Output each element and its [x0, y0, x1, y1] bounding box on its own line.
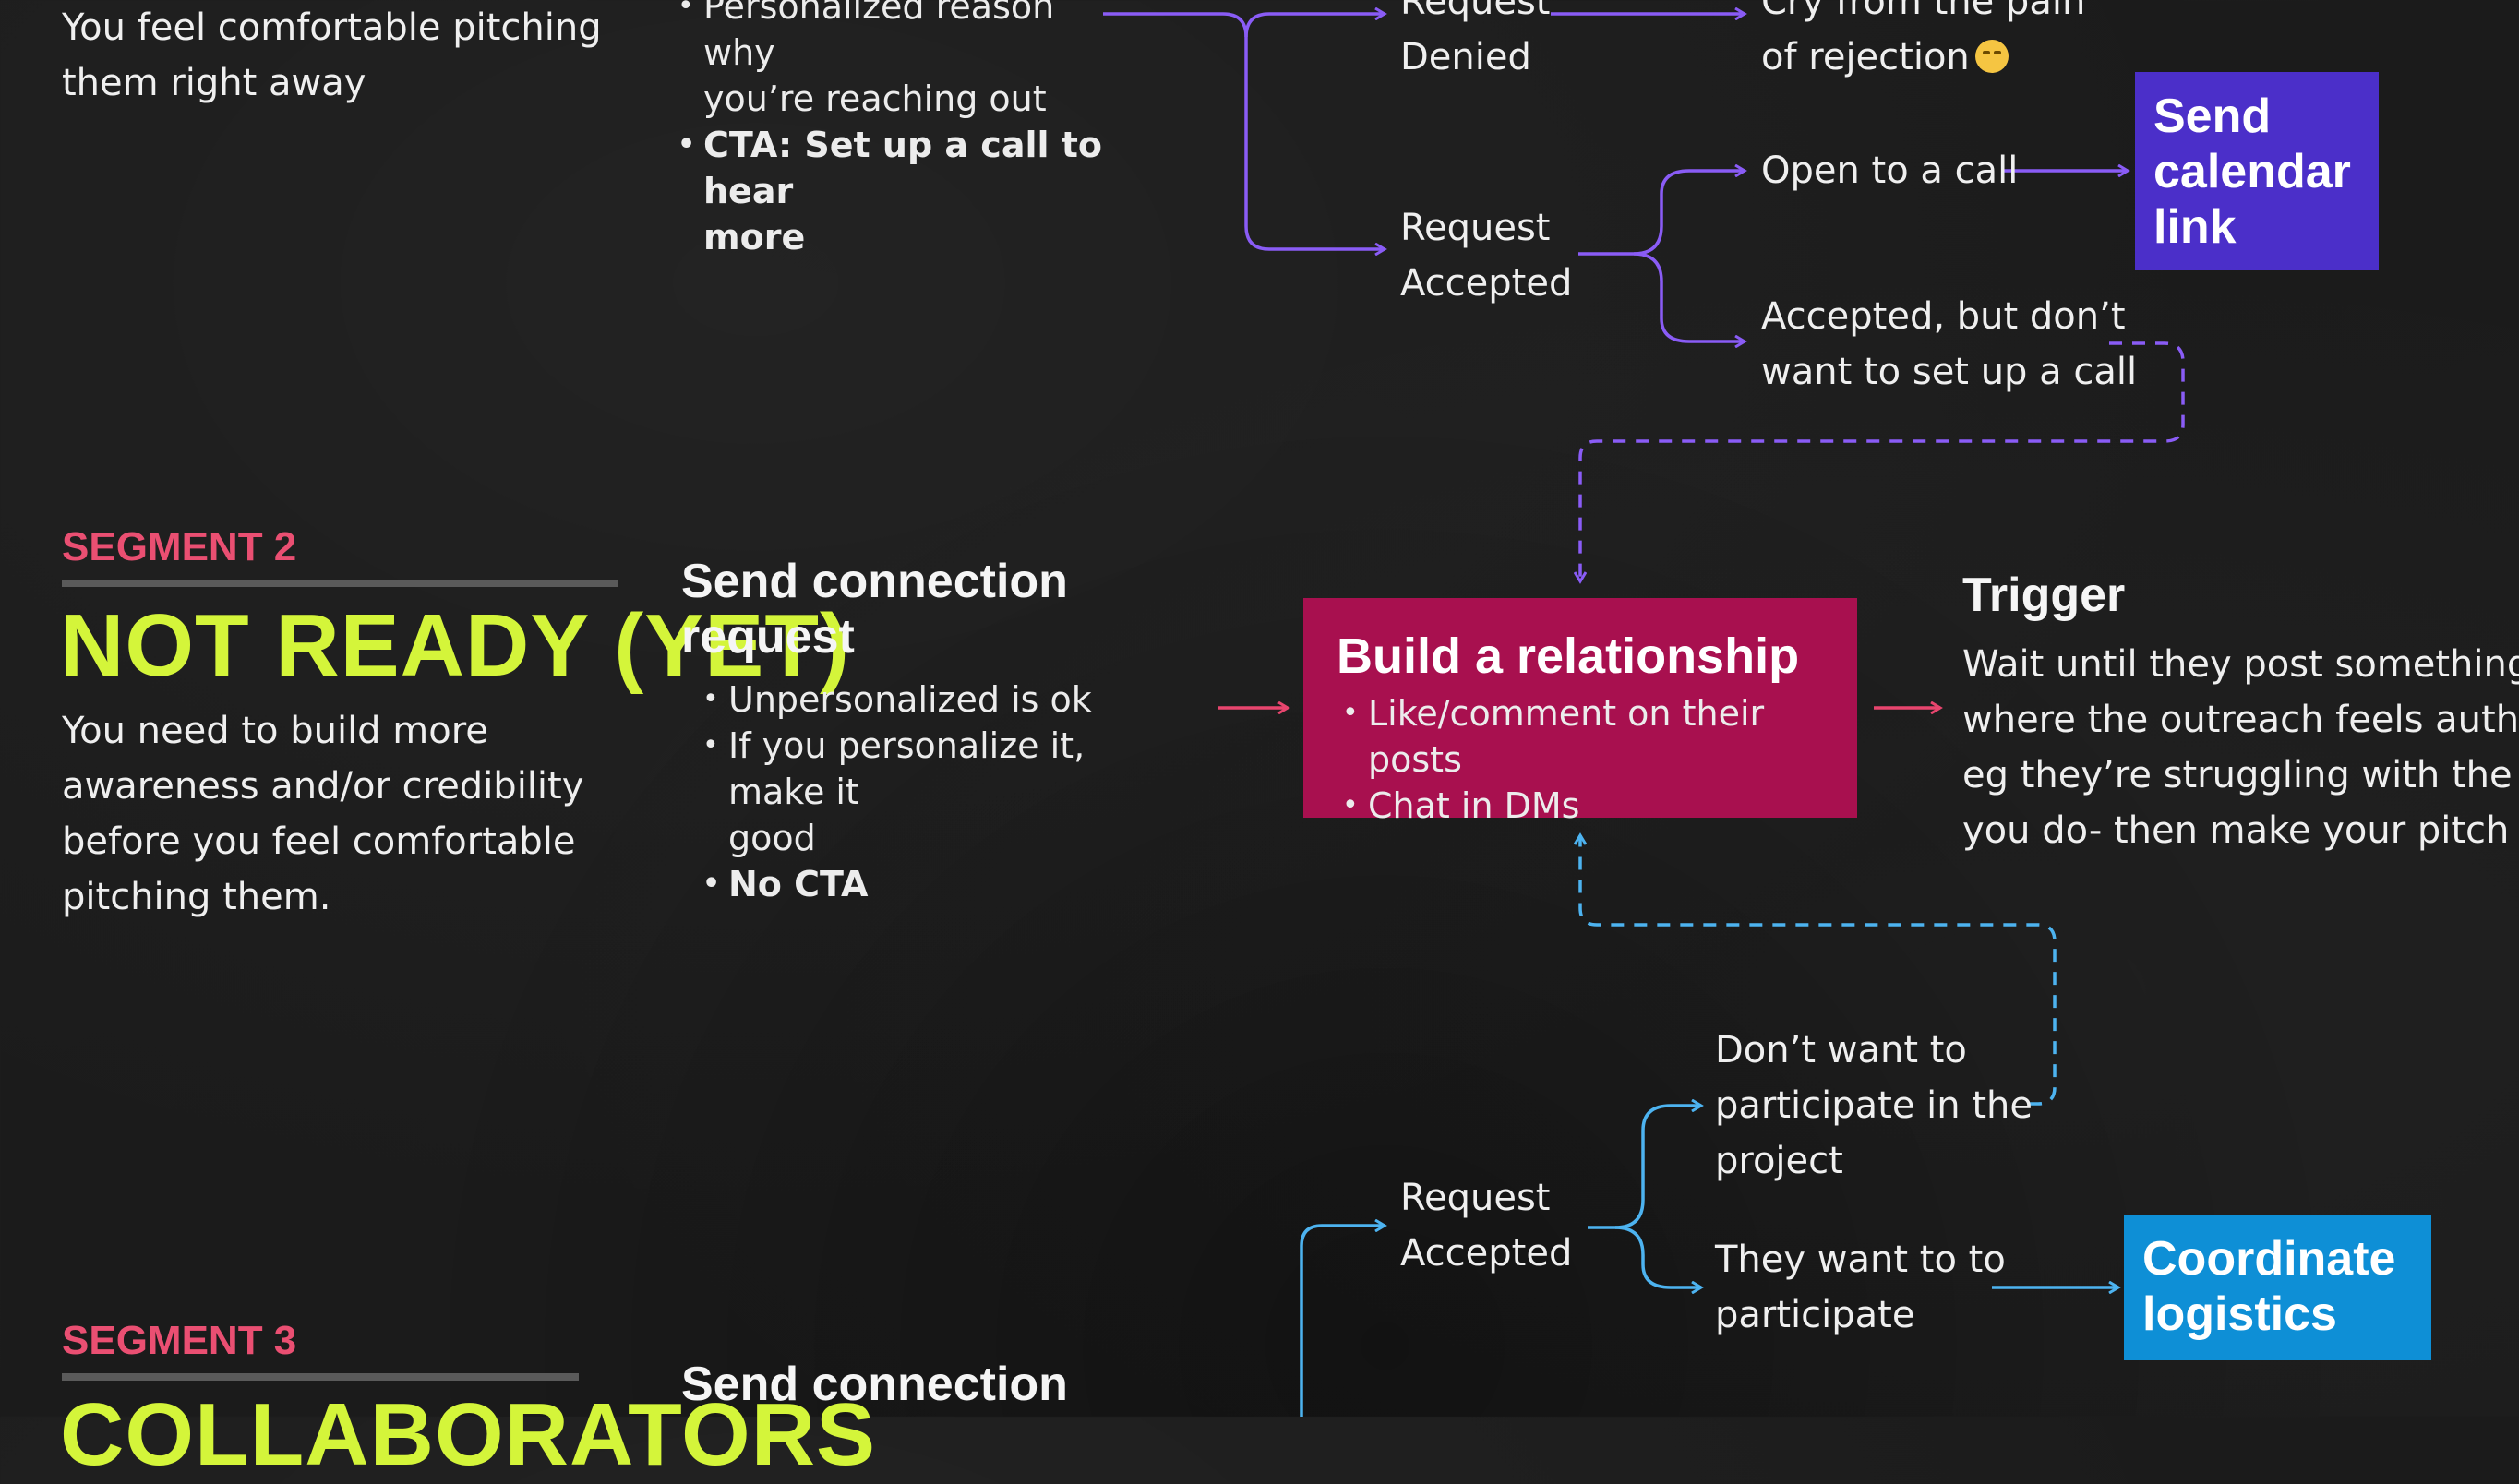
segment2-decline-outcome: Don’t want to participate in the project: [1715, 1029, 2033, 1182]
coordinate-logistics-box: Coordinate logistics: [2124, 1215, 2431, 1360]
flow-connectors: [1103, 0, 2185, 1417]
segment1-denied-outcome: Cry from the pain of rejection: [1761, 0, 2086, 78]
build-relationship-item: Like/comment on their posts: [1337, 690, 1824, 783]
segment2-divider: [62, 580, 618, 587]
segment2-bullet: Unpersonalized is ok: [697, 676, 1177, 723]
segment3-divider: [62, 1373, 579, 1381]
segment2-label: SEGMENT 2: [62, 524, 297, 569]
segment2-heading: Send connection request: [681, 555, 1068, 664]
segment2-description: You need to build more awareness and/or …: [62, 710, 584, 918]
build-relationship-box: Build a relationship Like/comment on the…: [1303, 598, 1857, 829]
segment3-heading: Send connection: [681, 1358, 1068, 1411]
build-relationship-item: Chat in DMs: [1337, 783, 1824, 829]
segment3-label: SEGMENT 3: [62, 1318, 297, 1363]
trigger-description: Wait until they post something where the…: [1962, 643, 2519, 852]
segment2-accepted-label: Request Accepted: [1400, 1177, 1573, 1275]
segment3-connectors: [1300, 835, 2118, 1417]
segment1-open-call: Open to a call: [1761, 150, 2019, 192]
segment2-participate: They want to to participate: [1715, 1239, 2006, 1336]
trigger-heading: Trigger: [1962, 568, 2126, 622]
segment2-bullets: Unpersonalized is ok If you personalize …: [697, 676, 1177, 907]
segment1-description-line: You feel comfortable pitching: [62, 6, 602, 49]
crying-face-icon: [1974, 40, 2009, 73]
send-calendar-link-box: Send calendar link: [2135, 72, 2379, 270]
segment1-accepted-label: Request Accepted: [1400, 207, 1573, 305]
build-relationship-title: Build a relationship: [1337, 628, 1800, 684]
segment1-connectors: [1103, 14, 2185, 581]
segment2-bullet-no-cta: No CTA: [697, 861, 1177, 907]
segment1-denied-label: Request Denied: [1400, 0, 1551, 78]
build-relationship-list: Like/comment on their posts Chat in DMs: [1337, 690, 1824, 829]
segment1-description: You feel comfortable pitching them right…: [62, 0, 602, 111]
segment1-description-line: them right away: [62, 62, 366, 104]
segment1-no-call: Accepted, but don’t want to set up a cal…: [1761, 295, 2138, 393]
